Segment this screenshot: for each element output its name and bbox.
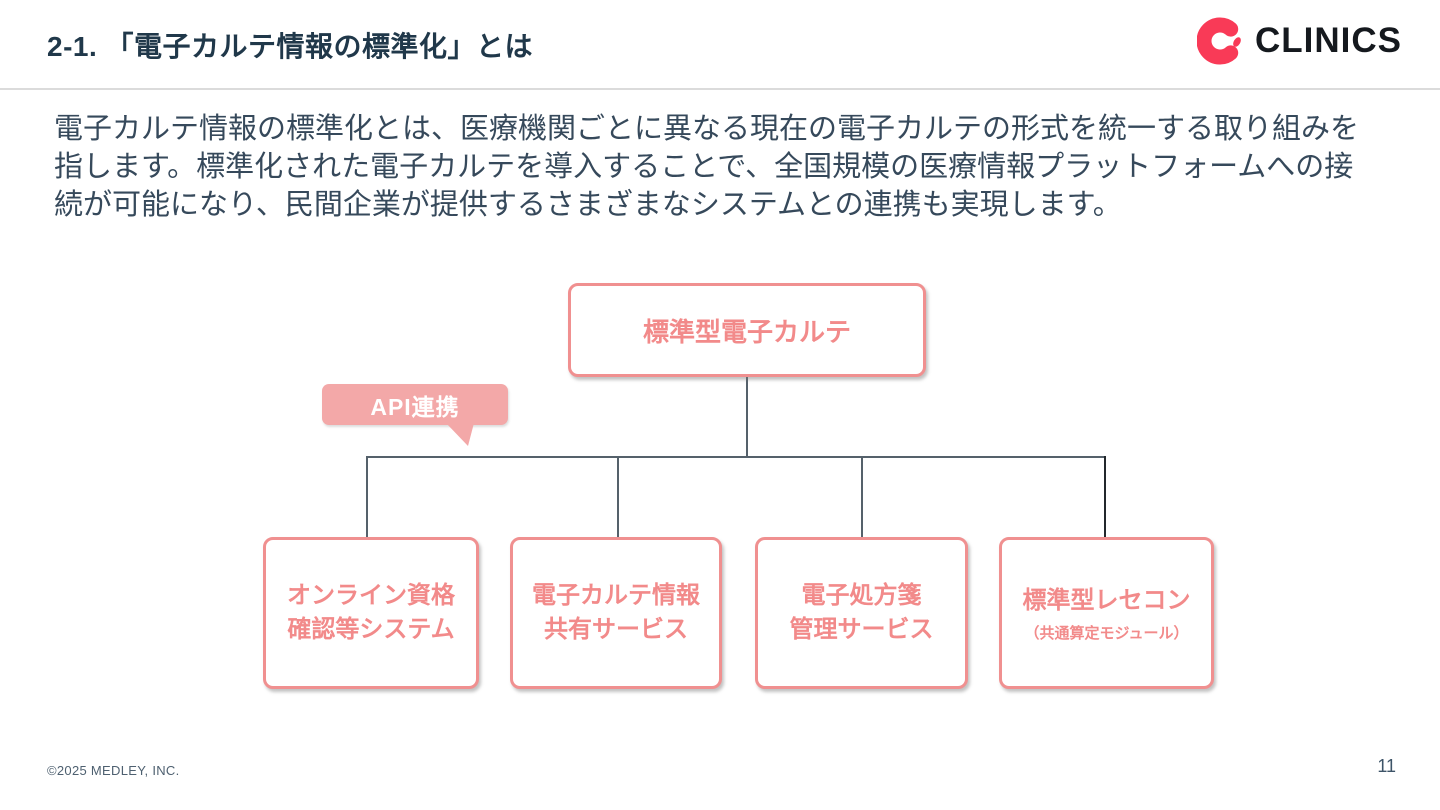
connector-child-4 — [1104, 456, 1106, 538]
api-renkei-bubble-tail — [446, 423, 474, 446]
diagram-node-ehr-sharing-service: 電子カルテ情報 共有サービス — [510, 537, 722, 689]
diagram-node-label: 標準型レセコン — [1022, 586, 1191, 614]
clinics-logo-text: CLINICS — [1255, 21, 1402, 60]
page-title: 2-1. 「電子カルテ情報の標準化」とは — [47, 31, 534, 62]
diagram-node-standard-ehr: 標準型電子カルテ — [568, 283, 926, 377]
api-renkei-bubble: API連携 — [322, 384, 508, 425]
clinics-logo-icon — [1196, 17, 1245, 65]
diagram-node-label: 電子処方箋 管理サービス — [789, 582, 934, 643]
page-number: 11 — [1377, 756, 1396, 776]
diagram-node-label: 標準型電子カルテ — [642, 316, 851, 347]
diagram-node-label: 電子カルテ情報 共有サービス — [532, 582, 700, 643]
diagram-node-sublabel: （共通算定モジュール） — [1024, 624, 1189, 642]
diagram-node-eprescription-service: 電子処方箋 管理サービス — [755, 537, 968, 689]
connector-child-1 — [366, 456, 368, 538]
connector-horizontal — [366, 456, 1106, 458]
api-renkei-label: API連携 — [370, 393, 460, 420]
diagram-node-standard-rezekon: 標準型レセコン （共通算定モジュール） — [999, 537, 1214, 689]
connector-root-vertical — [746, 377, 748, 457]
diagram-node-online-eligibility: オンライン資格 確認等システム — [263, 537, 479, 689]
connector-child-2 — [617, 456, 619, 538]
body-paragraph: 電子カルテ情報の標準化とは、医療機関ごとに異なる現在の電子カルテの形式を統一する… — [54, 113, 1360, 221]
diagram-node-label: オンライン資格 確認等システム — [287, 582, 455, 643]
header-divider — [0, 88, 1440, 90]
connector-child-3 — [861, 456, 863, 538]
clinics-logo: CLINICS — [1196, 17, 1402, 65]
copyright: ©2025 MEDLEY, INC. — [47, 763, 180, 778]
